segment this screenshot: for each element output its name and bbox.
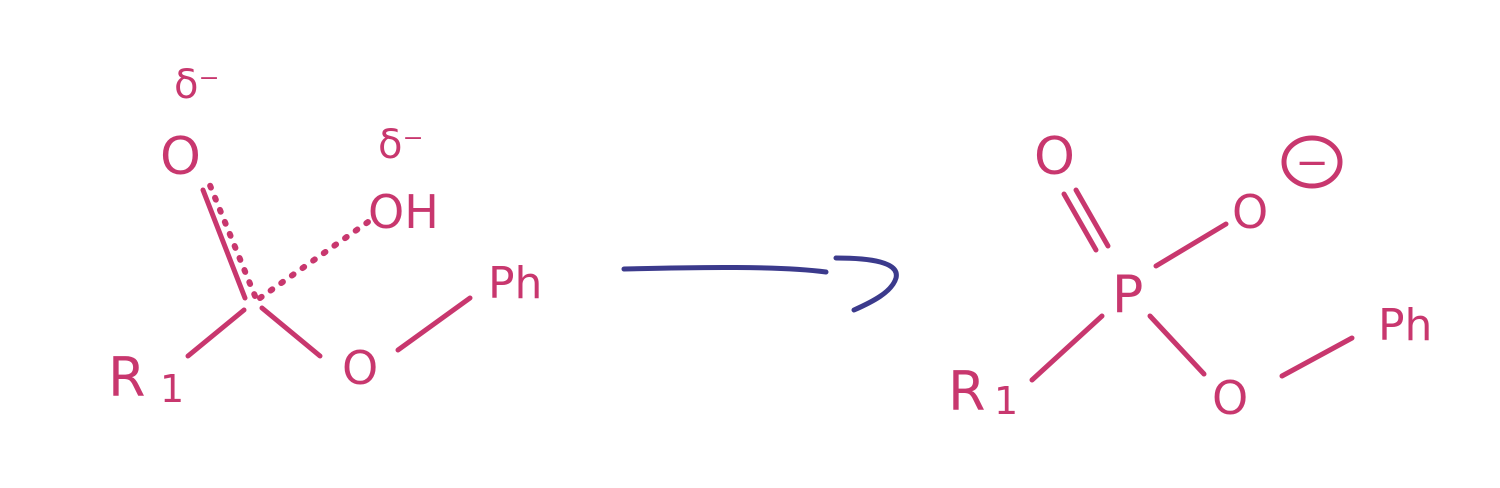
bond-center-to-r1	[185, 307, 247, 359]
bond-ester-oxygen-to-phenyl	[395, 295, 473, 353]
product-structure: O P O − R 1 O Ph	[948, 127, 1432, 425]
delta-minus-top: δ⁻	[174, 62, 220, 108]
negative-charge-sign: −	[1295, 140, 1329, 186]
phosphorus-label: P	[1112, 265, 1143, 325]
double-bond-line-1	[1061, 191, 1099, 253]
ester-oxygen-label: O	[1212, 371, 1248, 425]
hydroxyl-label: OH	[368, 185, 439, 239]
phenyl-label: Ph	[488, 258, 542, 309]
reactant-structure: δ⁻ O δ⁻ OH R 1 O Ph	[108, 62, 542, 411]
bond-p-to-ester-oxygen	[1147, 313, 1207, 377]
delta-minus-right: δ⁻	[378, 122, 424, 168]
bond-ester-oxygen-to-phenyl	[1279, 335, 1355, 379]
bond-center-to-oxygen-top-dotted	[204, 175, 258, 299]
reaction-arrow	[621, 255, 899, 313]
ester-oxygen-label: O	[342, 341, 378, 395]
oxygen-top-label: O	[160, 127, 201, 187]
r-group-subscript: 1	[160, 367, 184, 411]
negative-charge-circle	[1281, 135, 1343, 189]
oxygen-anion-label: O	[1232, 185, 1268, 239]
r-group-label: R	[108, 346, 146, 409]
bond-p-to-r1	[1029, 313, 1105, 383]
r-group-label: R	[948, 360, 986, 423]
double-bond-line-2	[1073, 187, 1111, 249]
bond-center-to-oxygen-top	[200, 187, 248, 301]
bond-center-to-ester-oxygen	[259, 305, 323, 359]
arrow-head	[833, 255, 899, 313]
oxygen-double-label: O	[1034, 127, 1075, 187]
arrow-shaft	[621, 264, 829, 275]
bond-center-to-hydroxyl-dotted	[257, 219, 371, 301]
phenyl-label: Ph	[1378, 300, 1432, 351]
r-group-subscript: 1	[994, 379, 1018, 423]
bond-p-to-oxygen-anion	[1153, 221, 1229, 269]
